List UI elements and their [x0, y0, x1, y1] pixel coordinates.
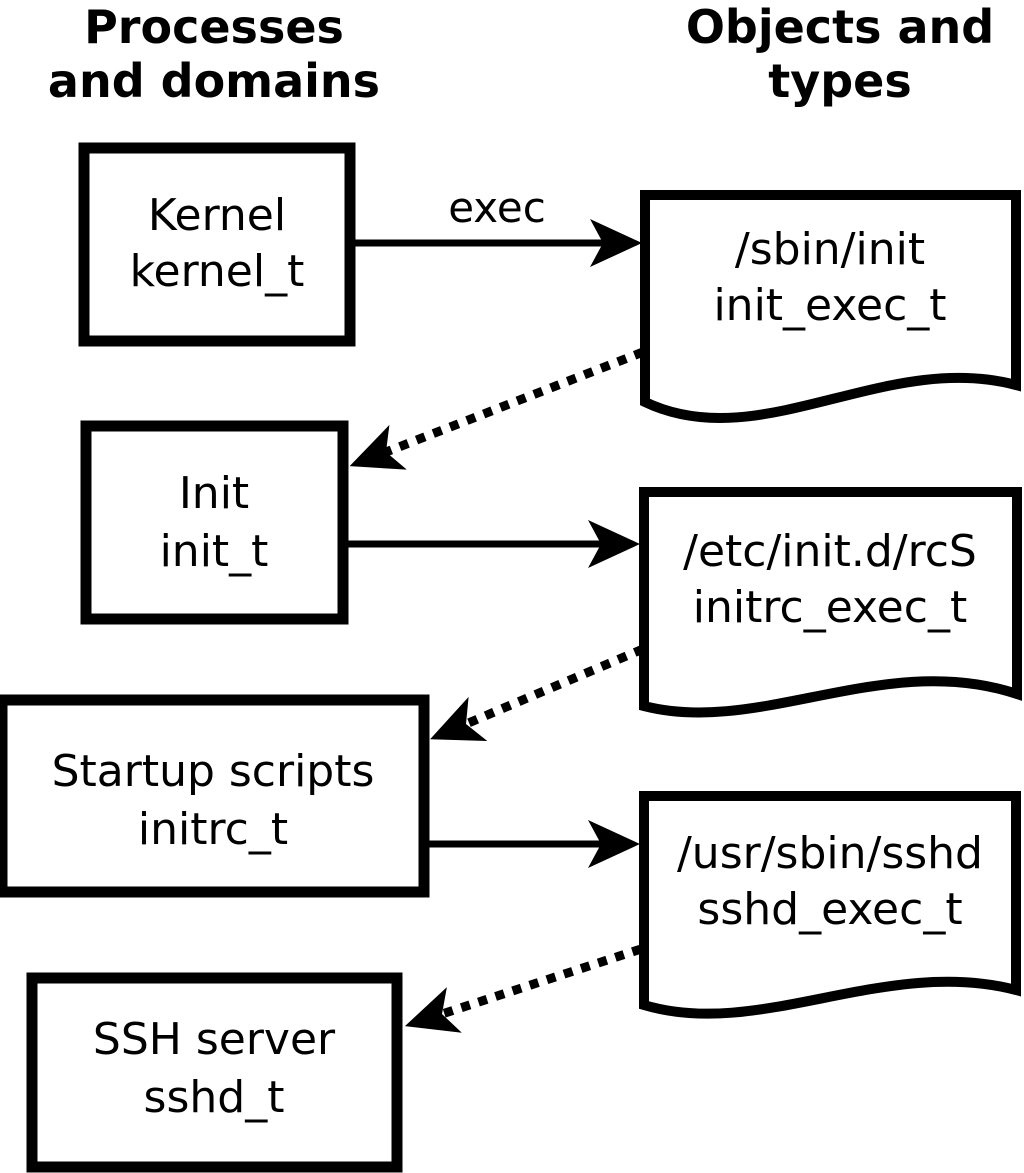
- process-node-startup-scripts: Startup scripts initrc_t: [0, 694, 430, 898]
- process-node-ssh-server: SSH server sshd_t: [26, 972, 403, 1173]
- process-init-domain: init_t: [160, 526, 269, 577]
- process-startup-scripts-name: Startup scripts: [52, 746, 375, 797]
- object-etc-initd-rcs-type: initrc_exec_t: [693, 582, 967, 633]
- column-header-objects-line1: Objects and: [686, 0, 994, 54]
- column-header-objects-line2: types: [768, 54, 911, 108]
- column-header-processes-line2: and domains: [48, 54, 380, 108]
- process-box-startup-scripts: [0, 694, 430, 898]
- process-init-name: Init: [179, 468, 249, 519]
- process-kernel-domain: kernel_t: [130, 246, 305, 297]
- process-box-ssh-server: [26, 972, 403, 1173]
- object-sbin-init-type: init_exec_t: [713, 280, 946, 331]
- object-etc-initd-rcs-path: /etc/init.d/rcS: [683, 526, 977, 577]
- object-node-usr-sbin-sshd: /usr/sbin/sshd sshd_exec_t: [639, 791, 1021, 1019]
- process-node-kernel: Kernel kernel_t: [78, 142, 356, 347]
- column-header-processes-line1: Processes: [84, 0, 344, 54]
- object-doc-etc-initd-rcs: [639, 487, 1022, 718]
- process-ssh-server-domain: sshd_t: [144, 1072, 285, 1123]
- exec-arrow-label: exec: [448, 183, 546, 232]
- column-header-objects: Objects and types: [686, 0, 994, 108]
- object-node-sbin-init: /sbin/init init_exec_t: [640, 190, 1021, 423]
- process-ssh-server-name: SSH server: [93, 1014, 336, 1065]
- transition-arrow-sshd-to-sshd-domain: [404, 944, 643, 1033]
- transition-arrow-sbin-init-to-init-domain: [349, 347, 645, 470]
- object-node-etc-initd-rcs: /etc/init.d/rcS initrc_exec_t: [639, 487, 1022, 718]
- object-usr-sbin-sshd-path: /usr/sbin/sshd: [677, 828, 983, 879]
- process-box-init: [80, 420, 349, 625]
- process-startup-scripts-domain: initrc_t: [138, 804, 288, 855]
- object-usr-sbin-sshd-type: sshd_exec_t: [697, 884, 962, 935]
- transition-arrow-rcs-to-initrc-domain: [430, 644, 645, 742]
- process-box-kernel: [78, 142, 356, 347]
- object-doc-sbin-init: [640, 190, 1021, 423]
- object-doc-usr-sbin-sshd: [639, 791, 1021, 1019]
- process-node-init: Init init_t: [80, 420, 349, 625]
- object-sbin-init-path: /sbin/init: [735, 224, 925, 275]
- process-kernel-name: Kernel: [148, 190, 286, 241]
- column-header-processes: Processes and domains: [48, 0, 380, 108]
